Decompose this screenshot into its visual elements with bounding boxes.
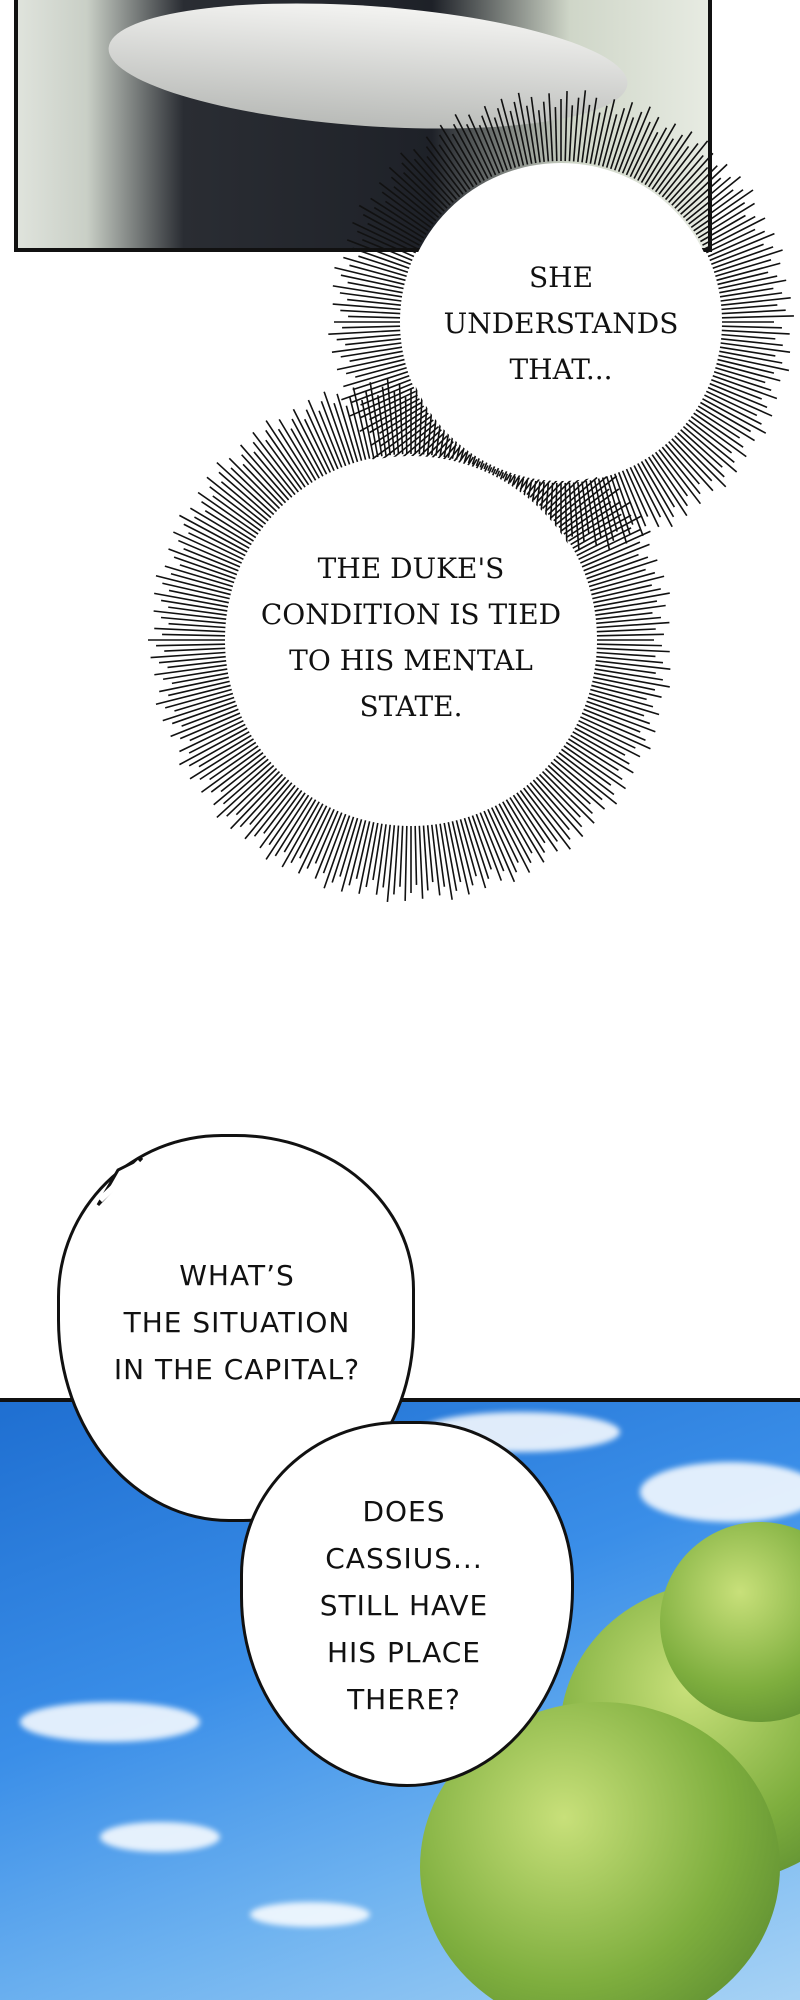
text-line: STATE.: [359, 690, 463, 723]
text-line: THE DUKE'S: [317, 552, 505, 585]
thought-bubble-2-text: THE DUKE'S CONDITION IS TIED TO HIS MENT…: [231, 546, 591, 730]
text-line: SHE: [528, 261, 594, 294]
speech-bubble-2-text: DOES CASSIUS... STILL HAVE HIS PLACE THE…: [254, 1488, 554, 1723]
top-panel-tea-table-scene: [14, 0, 712, 252]
text-line: STILL HAVE: [319, 1589, 489, 1622]
text-line: THAT...: [509, 353, 613, 386]
tea-table: [104, 0, 632, 144]
text-line: TO HIS MENTAL: [289, 644, 533, 677]
text-line: CONDITION IS TIED: [260, 598, 562, 631]
text-line: UNDERSTANDS: [443, 307, 679, 340]
speech-bubble-2: [240, 1421, 574, 1787]
text-line: CASSIUS...: [325, 1542, 483, 1575]
text-line: IN THE CAPITAL?: [113, 1353, 361, 1386]
text-line: DOES: [362, 1495, 446, 1528]
speech-bubble-1-text: WHAT’S THE SITUATION IN THE CAPITAL?: [77, 1252, 397, 1393]
text-line: THE SITUATION: [123, 1306, 351, 1339]
thought-bubble-1-text: SHE UNDERSTANDS THAT...: [411, 255, 711, 393]
text-line: THERE?: [347, 1683, 461, 1716]
text-line: HIS PLACE: [326, 1636, 482, 1669]
text-line: WHAT’S: [179, 1259, 295, 1292]
